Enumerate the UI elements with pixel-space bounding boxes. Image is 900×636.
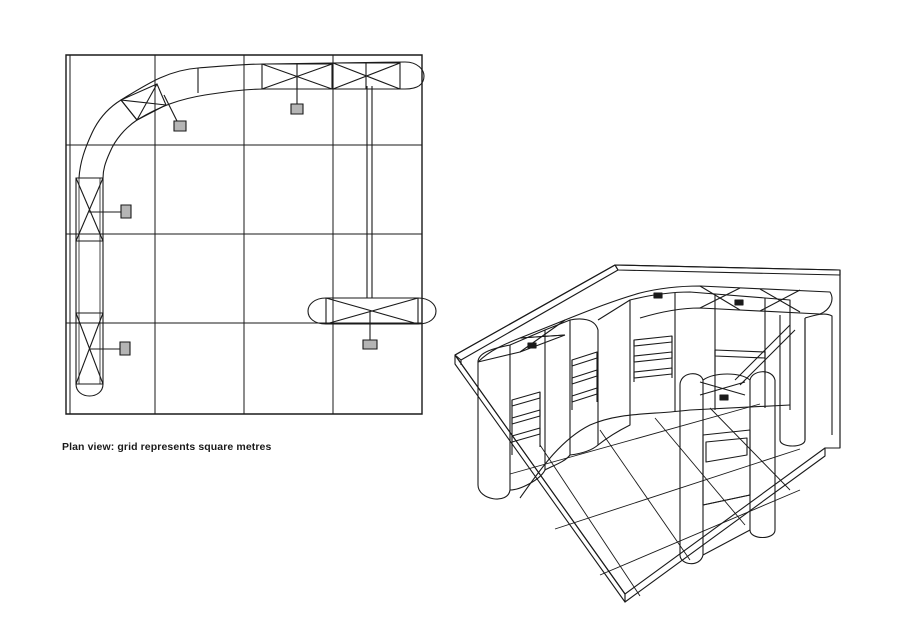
iso-spotlight-3-icon: [735, 300, 743, 305]
plan-spotlights: [89, 76, 377, 355]
iso-back-curved-wall: [630, 292, 790, 412]
iso-divider-rail: [735, 325, 795, 385]
iso-left-panel-columns: [478, 300, 630, 499]
plan-divider-wall: [367, 86, 372, 298]
plan-island-truss: [308, 298, 436, 324]
plan-view-caption: Plan view: grid represents square metres: [62, 441, 272, 453]
iso-spotlight-2-icon: [654, 293, 662, 298]
spotlight-4-icon: [89, 342, 130, 355]
spotlight-3-icon: [89, 205, 131, 218]
plan-grid: [66, 55, 422, 414]
iso-curved-footprint: [520, 405, 790, 498]
iso-floor-grid: [510, 404, 800, 596]
iso-spotlights: [528, 293, 743, 400]
spotlight-2-icon: [291, 76, 303, 114]
iso-shelves-left: [512, 352, 597, 455]
iso-right-columns: [780, 314, 832, 446]
plan-left-curved-wall: [79, 100, 137, 178]
iso-spotlight-1-icon: [528, 343, 536, 348]
iso-front-island: [680, 372, 775, 564]
plan-top-curved-wall: [121, 62, 424, 120]
plan-left-truss-wall: [76, 178, 103, 396]
spotlight-1-icon: [164, 95, 186, 131]
spotlight-5-icon: [363, 311, 377, 349]
iso-top-truss: [478, 286, 832, 362]
iso-spotlight-4-icon: [720, 395, 728, 400]
iso-back-walls: [455, 265, 840, 365]
